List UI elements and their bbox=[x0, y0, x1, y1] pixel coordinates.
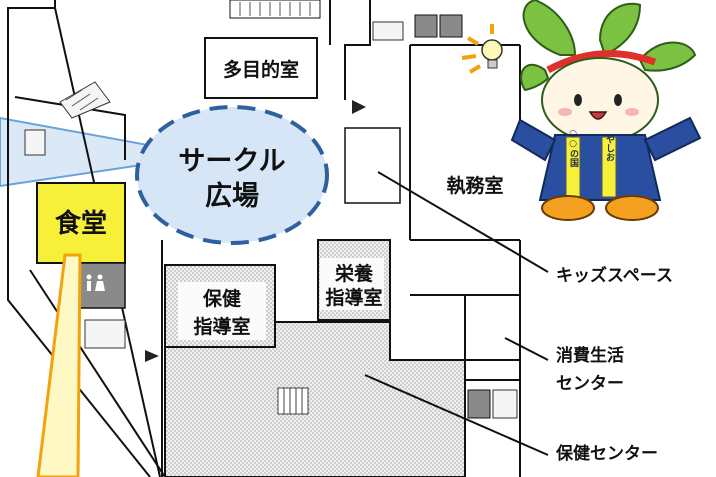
label-consumer-center-1: 消費生活 bbox=[556, 345, 624, 366]
label-circle-plaza-1: サークル bbox=[178, 146, 285, 177]
idea-bulb-icon bbox=[461, 24, 503, 74]
label-office: 執務室 bbox=[446, 174, 503, 197]
label-multipurpose: 多目的室 bbox=[223, 58, 299, 81]
restroom-icon bbox=[86, 274, 105, 291]
mascot-sash-left: ○○の国 bbox=[568, 129, 579, 168]
label-health-guidance-2: 指導室 bbox=[193, 315, 250, 338]
mascot: ○○の国 やしお bbox=[461, 0, 702, 221]
label-kids-space: キッズスペース bbox=[556, 265, 673, 286]
label-nutrition-1: 栄養 bbox=[334, 262, 374, 285]
label-consumer-center-2: センター bbox=[556, 374, 624, 394]
stairs-icon-center bbox=[277, 387, 309, 415]
entrance-arrow-icon bbox=[352, 100, 366, 114]
label-health-center: 保健センター bbox=[555, 443, 658, 464]
room-cafeteria bbox=[36, 182, 126, 264]
entrance-arrow-icon-2 bbox=[145, 350, 159, 362]
label-health-guidance-1: 保健 bbox=[202, 287, 241, 310]
restroom-icon-top bbox=[24, 14, 518, 419]
label-nutrition-2: 指導室 bbox=[325, 286, 382, 309]
circle-plaza bbox=[135, 105, 329, 245]
mascot-sash-right: やしお bbox=[604, 134, 615, 161]
stairs-icon bbox=[59, 0, 321, 119]
cafeteria-beam bbox=[36, 253, 82, 477]
area-health-center bbox=[164, 321, 466, 477]
room-multipurpose bbox=[204, 37, 318, 99]
label-cafeteria: 食堂 bbox=[55, 208, 107, 239]
leader-lines bbox=[364, 171, 549, 456]
label-circle-plaza-2: 広場 bbox=[205, 180, 259, 212]
